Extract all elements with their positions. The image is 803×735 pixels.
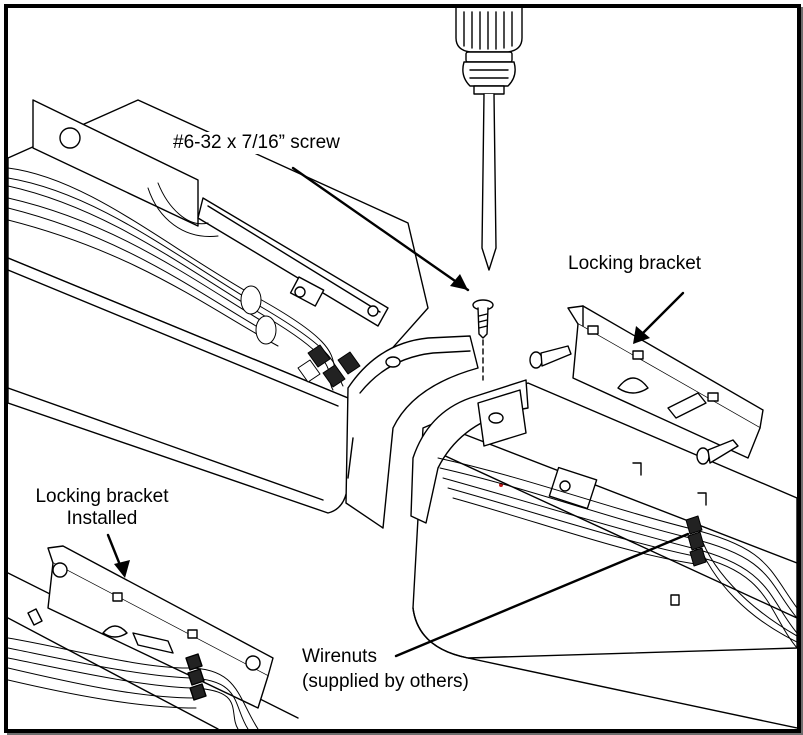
wirenuts-callout-arrow bbox=[394, 532, 690, 658]
screwdriver-illustration bbox=[455, 8, 523, 271]
installed-label-line2: Installed bbox=[66, 508, 138, 529]
assembly-illustration bbox=[8, 8, 797, 729]
screw-callout-arrow bbox=[291, 166, 470, 292]
installed-bracket-inset bbox=[8, 545, 299, 729]
locking-bracket-label: Locking bracket bbox=[566, 253, 704, 275]
screw-illustration bbox=[472, 299, 494, 381]
locking-bracket-callout-arrow bbox=[638, 291, 685, 338]
wirenuts-label-line1: Wirenuts bbox=[300, 646, 379, 668]
callout-arrows bbox=[106, 166, 690, 658]
left-wires bbox=[8, 167, 361, 391]
wirenuts-label-line2: (supplied by others) bbox=[300, 671, 471, 693]
installed-label-line1: Locking bracket bbox=[16, 486, 188, 508]
diagram-frame: #6-32 x 7/16” screw Locking bracket Lock… bbox=[4, 4, 801, 733]
left-fixture-housing bbox=[8, 99, 429, 514]
left-end-cap bbox=[345, 335, 479, 529]
screw-label: #6-32 x 7/16” screw bbox=[171, 132, 342, 154]
locking-bracket-illustration bbox=[529, 305, 764, 465]
right-wires bbox=[437, 457, 797, 649]
